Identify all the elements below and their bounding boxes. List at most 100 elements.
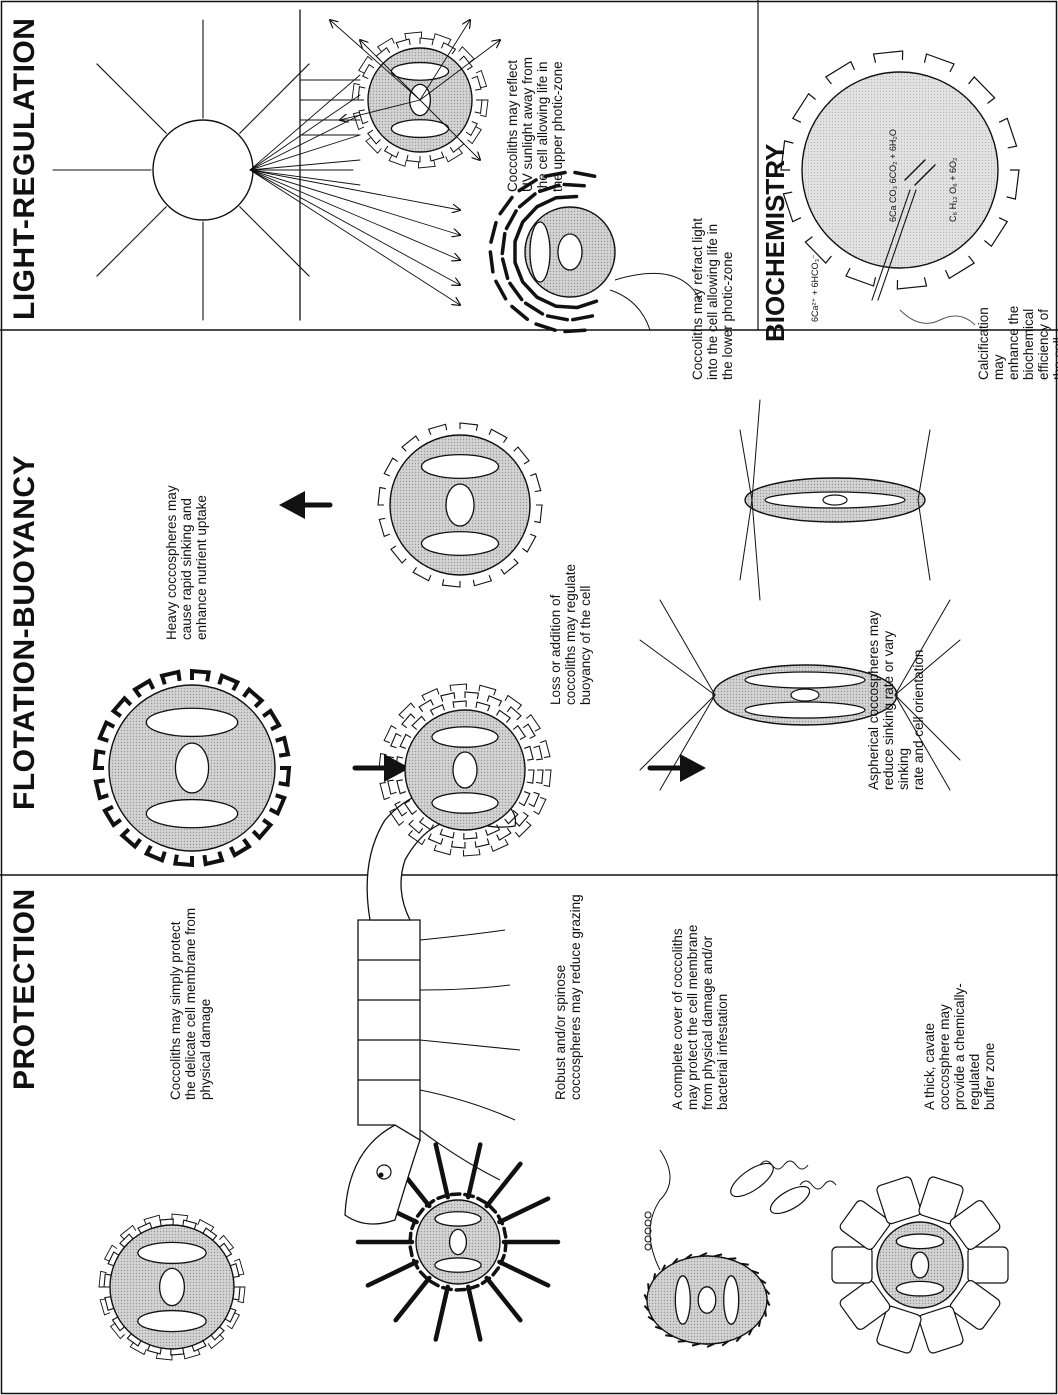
coccolith-plate <box>478 1198 485 1202</box>
chloroplast <box>146 708 237 736</box>
refracting-coccolith <box>502 234 505 254</box>
coccolith-plate <box>741 1264 749 1265</box>
spine <box>487 1164 521 1206</box>
protection-caption-4: A thick, cavate coccosphere may provide … <box>922 974 997 1110</box>
coccolith-plate <box>253 820 270 838</box>
spine <box>468 1145 480 1198</box>
coccolith-plate <box>135 681 153 697</box>
coccolith-plate <box>430 152 444 161</box>
coccolith-plate <box>489 429 507 442</box>
coccolith-plate <box>429 424 447 435</box>
coccolith-plate <box>505 1242 506 1251</box>
cavate-cell <box>832 1176 1008 1355</box>
chloroplast <box>391 120 448 138</box>
flotation-artwork <box>95 400 960 865</box>
light-ray <box>250 170 460 260</box>
spine <box>368 1262 417 1285</box>
nucleus <box>450 1229 467 1254</box>
coccolith-plate <box>826 62 855 84</box>
coccolith-plate <box>491 839 508 851</box>
spine <box>640 640 715 695</box>
sinking-arrow-head <box>680 754 706 782</box>
coccolith-plate <box>384 726 396 743</box>
protection-title: PROTECTION <box>10 888 40 1090</box>
coccolith-plate <box>443 1288 451 1290</box>
refracting-coccolith <box>548 316 568 320</box>
light-ray <box>250 75 360 170</box>
refracting-coccolith <box>491 223 496 242</box>
chloroplast <box>138 1242 206 1263</box>
light-ray <box>250 170 460 285</box>
coccolith-plate <box>421 1272 427 1278</box>
coccolith-plate <box>897 277 926 289</box>
coccolith-plate <box>999 118 1016 148</box>
coccolith-plate <box>846 268 876 286</box>
coccolith-plate <box>391 734 402 748</box>
coccolith-plate <box>504 1228 506 1236</box>
haptonema-coil <box>645 1212 651 1218</box>
coccolith-plate <box>793 94 816 123</box>
coccolith-plate <box>388 780 397 794</box>
coccolith-plate <box>534 797 546 814</box>
biochemistry-title: BIOCHEMISTRY <box>762 144 788 342</box>
spine <box>436 1145 448 1198</box>
refracting-coccolith <box>490 252 493 272</box>
coccolith-plate <box>648 1283 649 1289</box>
coccolith-plate <box>452 841 465 848</box>
coccolith-plate <box>378 38 395 51</box>
sun-ray <box>97 64 166 133</box>
equation-calcite: 6Ca CO₃ 6CO₂ + 6H₂O <box>888 129 898 222</box>
coccolith-plate <box>665 1335 673 1336</box>
copepod-body <box>358 920 420 1140</box>
coccolith-plate <box>984 218 1007 247</box>
protection-caption-3: A complete cover of coccoliths may prote… <box>670 925 730 1110</box>
coccolith-plate <box>397 780 406 794</box>
coccolith-plate <box>472 76 481 90</box>
coccolith-plate <box>453 701 466 708</box>
copepod-leg <box>420 1130 500 1180</box>
coccolith-plate <box>524 746 533 760</box>
nucleus <box>558 234 582 270</box>
coccolith-plate <box>714 1254 722 1256</box>
copepod-leg <box>420 1090 515 1120</box>
heavy-cell <box>95 671 289 865</box>
coccolith-plate <box>434 34 451 45</box>
equation-reactants: 6Ca²⁺ + 6HCO₃⁻ <box>810 254 820 322</box>
spine <box>468 1287 480 1340</box>
spine <box>640 695 715 770</box>
flotation-caption-2: Loss or addition of coccoliths may regul… <box>548 564 593 705</box>
coccolith-plate <box>276 738 288 756</box>
refracting-coccolith <box>538 298 556 307</box>
coccolith-plate <box>144 1215 160 1225</box>
coccolith-plate <box>479 685 496 695</box>
coccolith-plate <box>463 849 479 856</box>
light-caption-refract: Coccoliths may refract light into the ce… <box>690 218 735 380</box>
chloroplast <box>745 702 865 718</box>
refracting-coccolith <box>523 282 537 297</box>
spine <box>499 1199 548 1222</box>
light-caption-reflect: Coccoliths may reflect UV sunlight away … <box>505 57 565 192</box>
refracting-coccolith <box>503 259 508 278</box>
coccolith-plate <box>440 829 454 838</box>
haptonema-coil <box>645 1220 651 1226</box>
spine <box>918 500 930 580</box>
coccolith-plate <box>874 51 903 63</box>
cavate-coccolith <box>968 1247 1008 1283</box>
coccolith-plate <box>407 155 420 162</box>
chloroplast <box>745 672 865 688</box>
coccolith-plate <box>487 696 501 707</box>
coccolith-plate <box>654 1273 655 1279</box>
refracting-coccolith <box>523 207 537 222</box>
copepod-leg <box>420 985 510 990</box>
chloroplast <box>530 222 550 282</box>
coccolith-plate <box>389 155 406 166</box>
flotation-caption-1: Heavy coccospheres may cause rapid sinki… <box>164 485 209 640</box>
coccolith-plate <box>175 855 192 865</box>
light-artwork <box>53 10 700 331</box>
aspherical-cell-horizontal <box>740 400 930 600</box>
coccolith-plate <box>514 447 529 464</box>
coccolith-plate <box>493 1268 498 1275</box>
coccolith-plate <box>530 474 541 492</box>
chloroplast <box>391 63 448 81</box>
